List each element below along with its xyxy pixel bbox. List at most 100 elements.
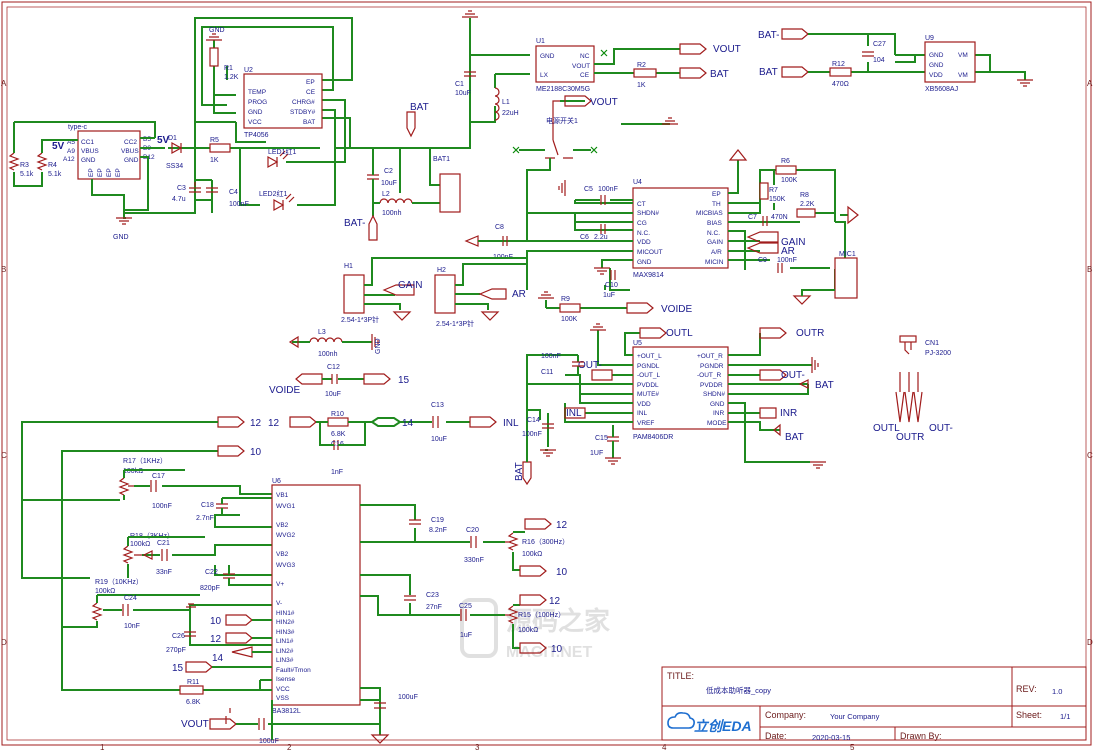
r1-ref: R1: [224, 65, 233, 72]
l1-ref: L1: [502, 99, 510, 106]
c11-capacitor: C11 100nF: [541, 353, 584, 376]
date-value: 2020-03-15: [812, 733, 850, 742]
u2-pin-stdby: STDBY#: [290, 109, 316, 116]
net-flag-14-lin: 14: [212, 646, 253, 664]
u5-pam8406: U5 PAM8406DR +OUT_L PGNDL -OUT_L PVDDL M…: [632, 340, 729, 441]
net-flag-12-r15: 12: [519, 594, 561, 607]
net-flag-inl-c13: INL: [469, 416, 519, 429]
net-flag-bat-minus-u9: BAT-: [758, 28, 809, 41]
net-5v-right: 5V: [157, 135, 170, 146]
u6-ba3812: U6 BA3812L VB1 WVG1 VB2 WVG2 VB2 WVG3 V+…: [271, 478, 361, 715]
c15-ref: C15: [595, 435, 608, 442]
r6-ref: R6: [781, 158, 790, 165]
c21-ref: C21: [157, 540, 170, 547]
c13-val: 10uF: [431, 436, 447, 443]
u6-pin-hin1: HIN1#: [276, 610, 295, 617]
u6-ref: U6: [272, 478, 281, 485]
net-flag-voide-c12: VOIDE: [269, 373, 323, 396]
r15-ref: R15（100Hz）: [518, 611, 565, 619]
c4-ref: C4: [229, 189, 238, 196]
net-bat-pvddr: BAT: [815, 380, 834, 391]
r18-val: 100kΩ: [130, 541, 150, 548]
gnd-symbol-top: [462, 10, 478, 18]
r5-resistor: R5 1K: [209, 137, 231, 164]
frame-col-2: 2: [287, 743, 292, 751]
c1-capacitor: C1 10uF: [455, 71, 476, 97]
net-flag-outl-u5: OUTL: [639, 327, 693, 339]
net-ar-u4: AR: [781, 246, 795, 257]
u4-pin-bias: BIAS: [707, 220, 722, 227]
r3-resistor: R3 5.1k: [8, 152, 34, 178]
c20-capacitor: C20 330nF: [464, 527, 484, 564]
net-bat-mode: BAT: [785, 432, 804, 443]
r4-ref: R4: [48, 162, 57, 169]
c7-ref: C7: [748, 214, 757, 221]
c22-ref: C22: [205, 569, 218, 576]
bat1-ref: BAT1: [433, 156, 450, 163]
net-bat-minus-1: BAT-: [344, 218, 365, 229]
u4-pin-vdd: VDD: [637, 239, 651, 246]
gnd-symbol-h2: [480, 311, 500, 321]
c13-capacitor: C13 10uF: [431, 402, 447, 443]
c9-ref: C9: [758, 257, 767, 264]
c24-ref: C24: [124, 595, 137, 602]
c15-capacitor: C15 1UF: [590, 435, 619, 457]
c10-capacitor: C10 1uF: [603, 270, 618, 299]
gnd-symbol-u9: [1017, 79, 1033, 87]
frame-row-b-left: B: [1, 265, 6, 274]
typec-ep-1: EP: [88, 168, 95, 177]
c22-val: 820pF: [200, 585, 220, 592]
r5-val: 1K: [210, 157, 219, 164]
u5-pin-gnd: GND: [710, 401, 725, 408]
l3-ref: L3: [318, 329, 326, 336]
frame-col-5: 5: [850, 743, 855, 751]
u6-pin-lin1: LIN1#: [276, 638, 294, 645]
net-10-left: 10: [250, 447, 262, 458]
r4-val: 5.1k: [48, 171, 62, 178]
gnd-symbol-c14: [540, 449, 556, 457]
c28-capacitor: 100uF: [258, 718, 279, 745]
net-flag-voide-r9: VOIDE: [626, 302, 692, 315]
u5-pin-outr-n: -OUT_R: [697, 372, 722, 379]
c11-ref: C11: [541, 369, 553, 376]
u1-pin-vout: VOUT: [572, 63, 590, 70]
frame-col-4: 4: [662, 743, 667, 751]
r19-val: 100kΩ: [95, 588, 115, 595]
u6-pin-vminus: V-: [276, 600, 282, 607]
net-12-r15: 12: [549, 596, 561, 607]
c14-val: 100nF: [522, 431, 542, 438]
r12-ref: R12: [832, 61, 845, 68]
sw-ref: 电源开关1: [546, 116, 578, 125]
u6-pin-vss: VSS: [276, 695, 290, 702]
c3-capacitor: C3 4.7u: [172, 182, 201, 203]
u4-pin-gnd: GND: [637, 259, 652, 266]
l3-inductor: L3 100nh: [309, 329, 343, 358]
r16-ref: R16（300Hz）: [522, 538, 569, 546]
net-flag-gain-u4: GAIN: [746, 231, 805, 248]
r3-val: 5.1k: [20, 171, 34, 178]
u6-pin-vb2a: VB2: [276, 522, 289, 529]
net-12-r10: 12: [268, 418, 280, 429]
net-out-minus-u5: OUT-: [781, 370, 805, 381]
net-bat-vert: BAT: [514, 462, 525, 481]
gnd-label-l3: GND: [375, 338, 382, 354]
c10-ref: C10: [605, 282, 618, 289]
typec-pin-b5: B5: [143, 136, 151, 143]
typec-ep-4: EP: [115, 168, 122, 177]
net-flag-bat-mode: BAT: [773, 423, 804, 443]
watermark-text-2: MAGIT.NET: [506, 644, 592, 661]
watermark-text-1: 源码之家: [506, 606, 610, 636]
net-flag-out-minus-u5: OUT-: [759, 369, 805, 381]
net-flag-12-r16: 12: [524, 518, 568, 531]
net-outl-cn1: OUTL: [873, 423, 900, 434]
u4-pin-shdn: SHDN#: [637, 210, 659, 217]
c6-val: 2.2u: [594, 234, 608, 241]
r6-val: 100K: [781, 177, 798, 184]
cn1-val: PJ-3200: [925, 350, 951, 357]
r9-val: 100K: [561, 316, 578, 323]
c14-ref: C14: [527, 417, 540, 424]
net-14-lin: 14: [212, 653, 224, 664]
c19-val: 8.2nF: [429, 527, 447, 534]
c27-ref: C27: [873, 41, 886, 48]
typec-connector: type-c A5 A9 A12 B5 B9 B12 CC1 VBUS GND …: [63, 124, 155, 180]
